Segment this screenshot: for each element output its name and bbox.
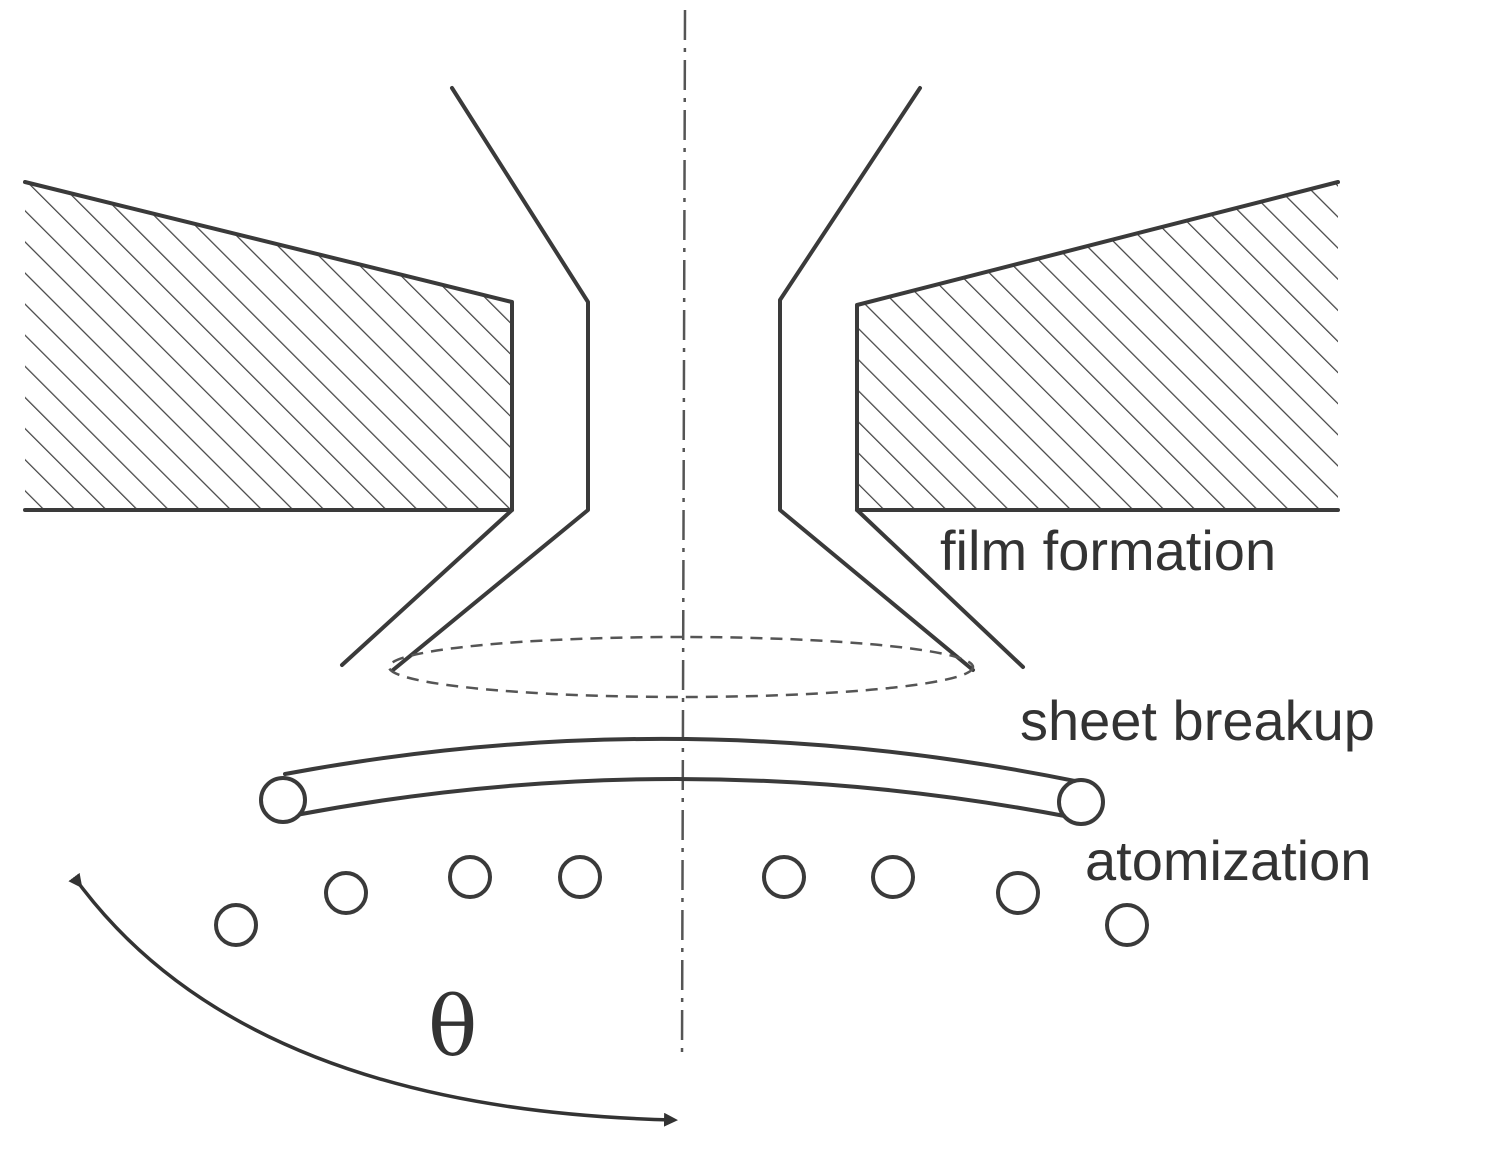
nozzle-right-outer-wall: [855, 508, 1025, 669]
droplet: [996, 871, 1040, 915]
atomization-label: atomization: [1085, 829, 1371, 892]
nozzle-left-outer-wall: [340, 508, 514, 667]
nozzle-left-inner-wall: [391, 86, 590, 672]
ligament-band-lower: [294, 777, 1072, 819]
nozzle-right-inner-wall: [778, 86, 975, 672]
droplet: [214, 903, 258, 947]
film-formation-label: film formation: [940, 519, 1276, 582]
sheet-breakup-label: sheet breakup: [1020, 689, 1375, 752]
left-wall-block: [25, 182, 512, 510]
droplet: [324, 871, 368, 915]
centerline-axis: [680, 9, 687, 1056]
spray-angle-theta-label: θ: [428, 980, 477, 1075]
droplet: [558, 855, 602, 899]
ligament-end-right: [1057, 778, 1105, 826]
right-wall-block: [857, 182, 1338, 510]
droplet: [448, 855, 492, 899]
droplet: [1105, 903, 1149, 947]
sheet-ellipse: [387, 635, 975, 699]
droplet: [762, 855, 806, 899]
ligament-end-left: [259, 776, 307, 824]
left-wall-outline: [23, 180, 514, 512]
droplet: [871, 855, 915, 899]
spray-angle-arc: [68, 872, 678, 1127]
right-wall-outline: [855, 180, 1340, 512]
ligament-band-upper: [283, 736, 1082, 784]
